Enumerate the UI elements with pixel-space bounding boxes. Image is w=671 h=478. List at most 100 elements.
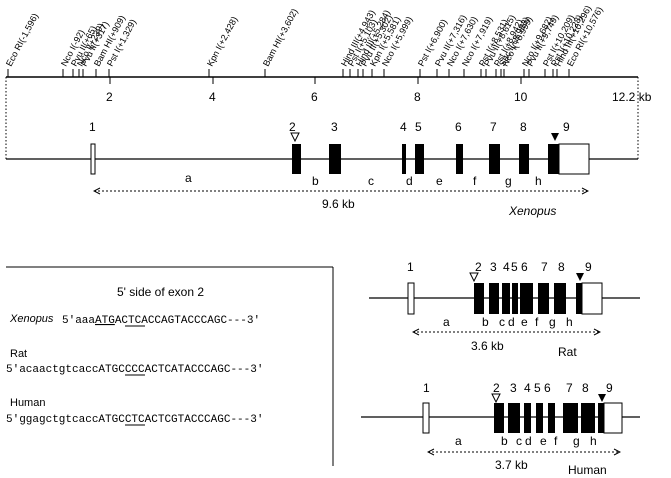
human-species-label: Human: [568, 463, 607, 477]
scale-label-4: 4: [209, 90, 216, 104]
xenopus-span-label: 9.6 kb: [322, 197, 355, 211]
rat-span-label: 3.6 kb: [471, 339, 504, 353]
human-gene: 1 2 3 4 5 6 7 8 9 a b c d e f g h 3.7 kb…: [361, 381, 640, 477]
rat-exon-3: [489, 283, 499, 314]
xenopus-start-codon-marker: [290, 132, 300, 143]
rat-intron-label-d: d: [508, 315, 515, 329]
scale-label-6: 6: [311, 90, 318, 104]
human-span-label: 3.7 kb: [495, 458, 528, 472]
sequence-rat-atg: ATG: [98, 364, 118, 376]
human-intron-label-b: b: [501, 434, 508, 448]
rat-exon-4: [502, 283, 510, 314]
human-exon-9-utr: [603, 402, 623, 434]
rat-exon-label-2: 2: [475, 260, 482, 274]
human-intron-label-c: c: [516, 434, 522, 448]
rat-exon-7: [538, 283, 549, 314]
human-exon-label-5: 5: [534, 381, 541, 395]
sequence-human: 5'ggagctgtcaccATGCCTCACTCGTACCCAGC---3': [6, 414, 263, 426]
xenopus-exon-5: [415, 144, 424, 174]
rat-intron-label-c: c: [499, 315, 505, 329]
sequence-box: 5' side of exon 2 Xenopus 5'aaaATGACTCAC…: [6, 266, 334, 466]
xenopus-intron-label-d: d: [406, 174, 413, 188]
rat-exon-label-7: 7: [541, 260, 548, 274]
rat-exon-9-coding: [576, 283, 582, 314]
xenopus-exon-label-8: 8: [520, 120, 527, 134]
sequence-xenopus: 5'aaaATGACTCACCAGTACCCAGC---3': [62, 315, 260, 327]
human-exon-1: [422, 402, 430, 434]
human-exon-label-6: 6: [544, 381, 551, 395]
xenopus-species-label: Xenopus: [508, 204, 556, 218]
xenopus-exon-label-7: 7: [490, 120, 497, 134]
human-intron-label-e: e: [540, 434, 547, 448]
human-exon-label-3: 3: [510, 381, 517, 395]
sequence-human-prefix: 5'ggagctgtcacc: [6, 414, 98, 426]
xenopus-exon-1: [90, 143, 96, 175]
sequence-human-suffix: CCTCACTCGTACCCAGC---3': [118, 414, 263, 426]
human-exon-label-1: 1: [423, 381, 430, 395]
rat-exon-6: [520, 283, 533, 314]
xenopus-exon-9-utr: [558, 143, 590, 175]
rat-intron-label-f: f: [535, 315, 539, 329]
human-stop-codon-marker: [598, 394, 606, 402]
xenopus-exon-2: [292, 144, 301, 174]
xenopus-exon-label-2: 2: [289, 120, 296, 134]
xenopus-exon-7: [489, 144, 500, 174]
xenopus-stop-codon-marker: [551, 133, 559, 141]
rat-exon-label-3: 3: [490, 260, 497, 274]
xenopus-exon-label-3: 3: [331, 120, 338, 134]
xenopus-exon-6: [456, 144, 463, 174]
sequence-xenopus-atg: ATG: [95, 315, 115, 327]
sequence-rat-prefix: 5'acaactgtcacc: [6, 364, 98, 376]
xenopus-intron-label-f: f: [473, 174, 477, 188]
xenopus-intron-label-h: h: [535, 174, 542, 188]
human-exon-label-7: 7: [566, 381, 573, 395]
rat-exon-8: [554, 283, 566, 314]
xenopus-exon-label-1: 1: [89, 120, 96, 134]
scale-end-label: 12.2 kb: [612, 90, 652, 104]
rat-exon-label-9: 9: [585, 260, 592, 274]
sequence-human-atg: ATG: [98, 414, 118, 426]
human-exon-8: [581, 403, 595, 433]
xenopus-intron-label-b: b: [312, 174, 319, 188]
xenopus-exon-label-6: 6: [455, 120, 462, 134]
human-intron-label-g: g: [573, 434, 580, 448]
human-exon-label-2: 2: [493, 381, 500, 395]
human-exon-3: [508, 403, 520, 433]
rat-intron-label-e: e: [521, 315, 528, 329]
rat-intron-label-g: g: [549, 315, 556, 329]
sequence-species-human: Human: [10, 397, 45, 409]
scale-label-8: 8: [414, 90, 421, 104]
restriction-site-labels: Eco RI(-1,596)Nco I(-92)Pvu II(+65)Nco I…: [4, 4, 605, 68]
rat-stop-codon-marker: [576, 273, 584, 281]
xenopus-intron-label-e: e: [436, 174, 443, 188]
rat-exon-label-8: 8: [558, 260, 565, 274]
human-exon-6: [548, 403, 555, 433]
xenopus-exon-8: [519, 144, 529, 174]
human-intron-label-h: h: [590, 434, 597, 448]
rat-exon-5: [512, 283, 518, 314]
xenopus-intron-label-c: c: [368, 174, 374, 188]
sequence-box-title: 5' side of exon 2: [117, 285, 204, 299]
human-exon-4: [524, 403, 531, 433]
sequence-rat: 5'acaactgtcaccATGCCCCACTCATACCCAGC---3': [6, 364, 263, 376]
human-exon-label-4: 4: [524, 381, 531, 395]
restriction-map: Eco RI(-1,596)Nco I(-92)Pvu II(+65)Nco I…: [4, 4, 652, 160]
human-exon-label-9: 9: [606, 381, 613, 395]
rat-exon-1: [407, 282, 415, 315]
restriction-site-ticks: [7, 69, 570, 77]
xenopus-exon-4: [402, 144, 406, 174]
human-intron-label-a: a: [455, 434, 462, 448]
human-exon-label-8: 8: [582, 381, 589, 395]
sequence-species-rat: Rat: [10, 348, 27, 360]
rat-exon-2: [474, 283, 484, 314]
xenopus-intron-label-a: a: [185, 171, 192, 185]
rat-exon-label-4: 4: [503, 260, 510, 274]
human-intron-label-d: d: [525, 434, 532, 448]
rat-exon-9-utr: [581, 282, 603, 315]
xenopus-exon-3: [329, 144, 341, 174]
restriction-site-label: Eco RI(-1,596): [4, 12, 40, 68]
rat-exon-label-1: 1: [407, 260, 414, 274]
xenopus-gene: 1 2 3 4 5 6 7 8 9 a b c d e f g h 9.6 kb…: [6, 120, 638, 218]
human-intron-label-f: f: [554, 434, 558, 448]
